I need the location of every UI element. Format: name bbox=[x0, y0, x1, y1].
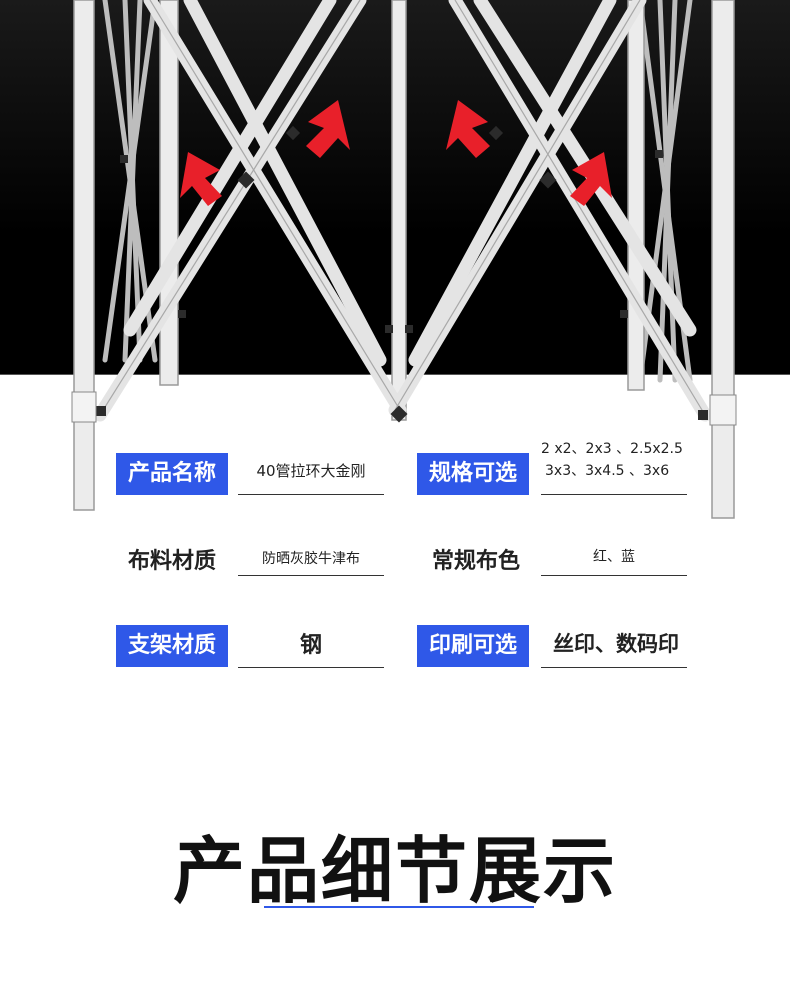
spec-value-frame-material: 钢 bbox=[299, 633, 322, 658]
tent-frame-photo bbox=[0, 0, 790, 520]
spec-underline bbox=[238, 575, 384, 576]
size-option-line-2: 3x3、3x4.5 、3x6 bbox=[545, 463, 670, 479]
section-title-rule bbox=[264, 906, 534, 908]
spec-underline bbox=[238, 667, 384, 668]
spec-label-print-options: 印刷可选 bbox=[417, 625, 529, 667]
spec-label-fabric-material: 布料材质 bbox=[127, 549, 216, 574]
spec-label-standard-colors: 常规布色 bbox=[431, 549, 520, 574]
spec-value-print-options: 丝印、数码印 bbox=[553, 632, 679, 656]
size-option-line-1: 2 x2、2x3 、2.5x2.5 bbox=[541, 441, 683, 457]
spec-value-standard-colors: 红、蓝 bbox=[593, 549, 635, 565]
spec-value-fabric-material: 防晒灰胶牛津布 bbox=[262, 551, 360, 567]
section-title: 产品细节展示 bbox=[172, 829, 617, 913]
spec-label-frame-material: 支架材质 bbox=[116, 625, 228, 667]
spec-label-product-name: 产品名称 bbox=[116, 453, 228, 495]
red-arrow-icons bbox=[180, 100, 612, 206]
spec-underline bbox=[541, 575, 687, 576]
spec-underline bbox=[541, 494, 687, 495]
spec-label-size-options: 规格可选 bbox=[417, 453, 529, 495]
spec-underline bbox=[238, 494, 384, 495]
spec-underline bbox=[541, 667, 687, 668]
spec-value-product-name: 40管拉环大金刚 bbox=[256, 462, 366, 480]
spec-value-size-options: 2 x2、2x3 、2.5x2.5 3x3、3x4.5 、3x6 bbox=[541, 438, 701, 482]
